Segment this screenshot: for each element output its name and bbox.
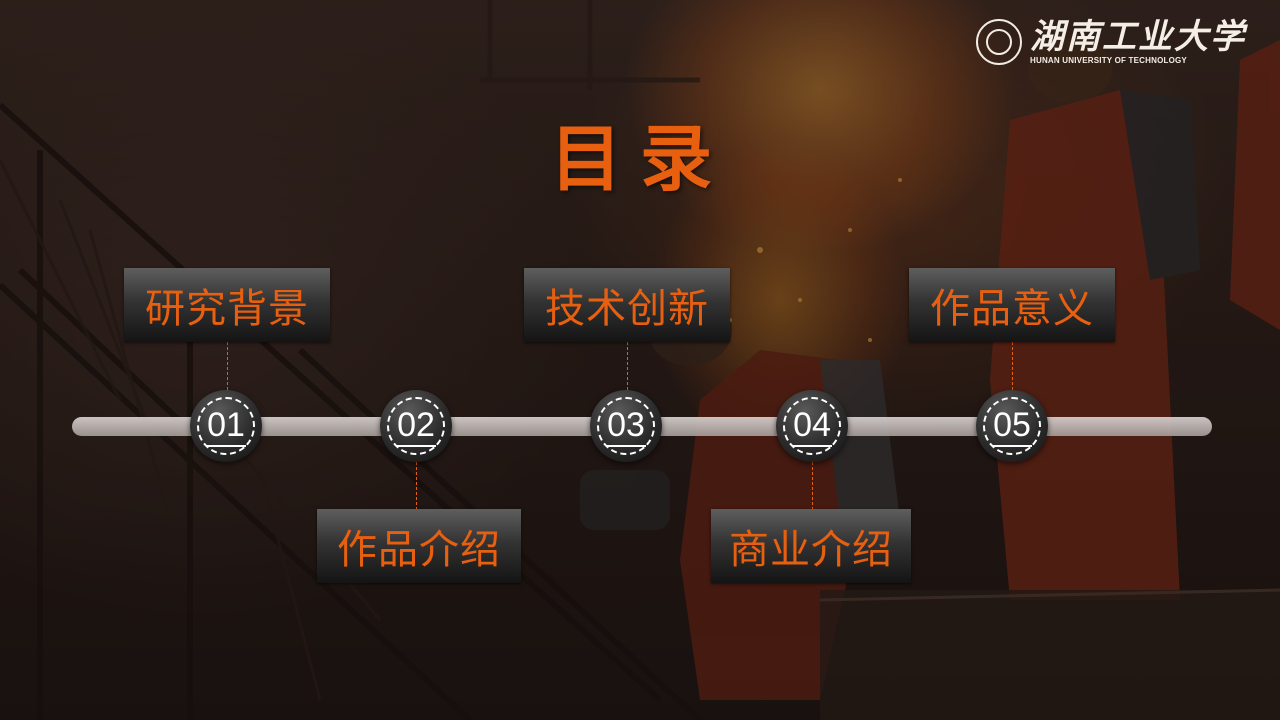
timeline-node-02[interactable]: 02 [380,390,452,462]
connector-01 [227,342,228,390]
timeline-node-03[interactable]: 03 [590,390,662,462]
dashed-ring-icon [597,397,655,455]
node-number: 01 [206,405,246,447]
logo-text: 湖南工业大学 HUNAN UNIVERSITY OF TECHNOLOGY [1030,18,1246,65]
dashed-ring-icon [197,397,255,455]
dashed-ring-icon [783,397,841,455]
connector-03 [627,342,628,390]
logo-name-cn: 湖南工业大学 [1030,17,1246,57]
university-logo: 湖南工业大学 HUNAN UNIVERSITY OF TECHNOLOGY [976,18,1246,65]
timeline-label-text: 商业介绍 [729,527,893,573]
timeline-label-04[interactable]: 商业介绍 [711,509,911,583]
timeline-label-02[interactable]: 作品介绍 [317,509,521,583]
timeline-node-04[interactable]: 04 [776,390,848,462]
timeline-node-05[interactable]: 05 [976,390,1048,462]
node-number: 03 [606,405,646,447]
timeline-node-01[interactable]: 01 [190,390,262,462]
connector-02 [416,462,417,510]
timeline-label-text: 作品意义 [930,286,1094,332]
logo-name-en: HUNAN UNIVERSITY OF TECHNOLOGY [1030,56,1187,65]
timeline-label-text: 技术创新 [545,286,709,332]
node-number: 02 [396,405,436,447]
timeline-label-text: 研究背景 [145,286,309,332]
university-seal-icon [976,18,1022,65]
dashed-ring-icon [387,397,445,455]
timeline-label-01[interactable]: 研究背景 [124,268,330,342]
node-number: 05 [992,405,1032,447]
timeline-label-text: 作品介绍 [337,527,501,573]
connector-05 [1012,342,1013,390]
timeline-label-03[interactable]: 技术创新 [524,268,730,342]
page-title: 目录 [549,117,730,201]
timeline-label-05[interactable]: 作品意义 [909,268,1115,342]
dashed-ring-icon [983,397,1041,455]
node-number: 04 [792,405,832,447]
connector-04 [812,462,813,510]
